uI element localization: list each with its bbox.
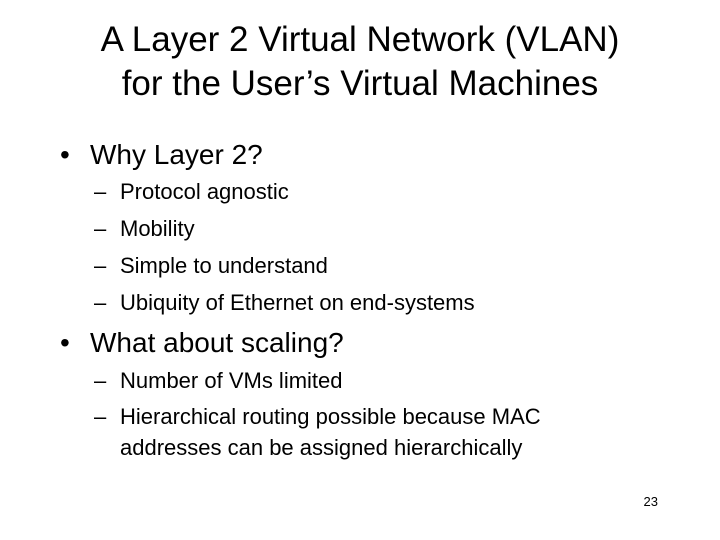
dash-marker: –: [94, 368, 107, 393]
sub-item-continuation: addresses can be assigned hierarchically: [120, 435, 523, 460]
dash-marker: –: [94, 253, 107, 278]
title-line-2: for the User’s Virtual Machines: [121, 64, 599, 103]
dash-marker: –: [94, 179, 107, 204]
title-line-1: A Layer 2 Virtual Network (VLAN): [100, 20, 620, 59]
sub-item: –Hierarchical routing possible because M…: [94, 403, 541, 431]
sub-item: –Protocol agnostic: [94, 178, 289, 206]
sub-item-text: Simple to understand: [120, 253, 328, 278]
dash-marker: –: [94, 216, 107, 241]
sub-item-text: Hierarchical routing possible because MA…: [120, 404, 541, 429]
sub-item: –Simple to understand: [94, 252, 328, 280]
dash-marker: –: [94, 290, 107, 315]
sub-item: –Ubiquity of Ethernet on end-systems: [94, 289, 475, 317]
sub-item: –Mobility: [94, 215, 195, 243]
bullet-text: What about scaling?: [90, 327, 344, 358]
bullet-marker: •: [60, 327, 70, 358]
dash-marker: –: [94, 404, 107, 429]
bullet-what-about-scaling: • What about scaling?: [60, 326, 344, 360]
slide-title: A Layer 2 Virtual Network (VLAN) for the…: [40, 18, 680, 106]
page-number: 23: [643, 494, 658, 509]
sub-item-text: Mobility: [120, 216, 195, 241]
bullet-why-layer-2: • Why Layer 2?: [60, 138, 263, 172]
sub-item-text: Protocol agnostic: [120, 179, 289, 204]
sub-item-text: Ubiquity of Ethernet on end-systems: [120, 290, 475, 315]
bullet-text: Why Layer 2?: [90, 139, 263, 170]
sub-item: –Number of VMs limited: [94, 367, 343, 395]
bullet-marker: •: [60, 139, 70, 170]
sub-item-text: Number of VMs limited: [120, 368, 343, 393]
